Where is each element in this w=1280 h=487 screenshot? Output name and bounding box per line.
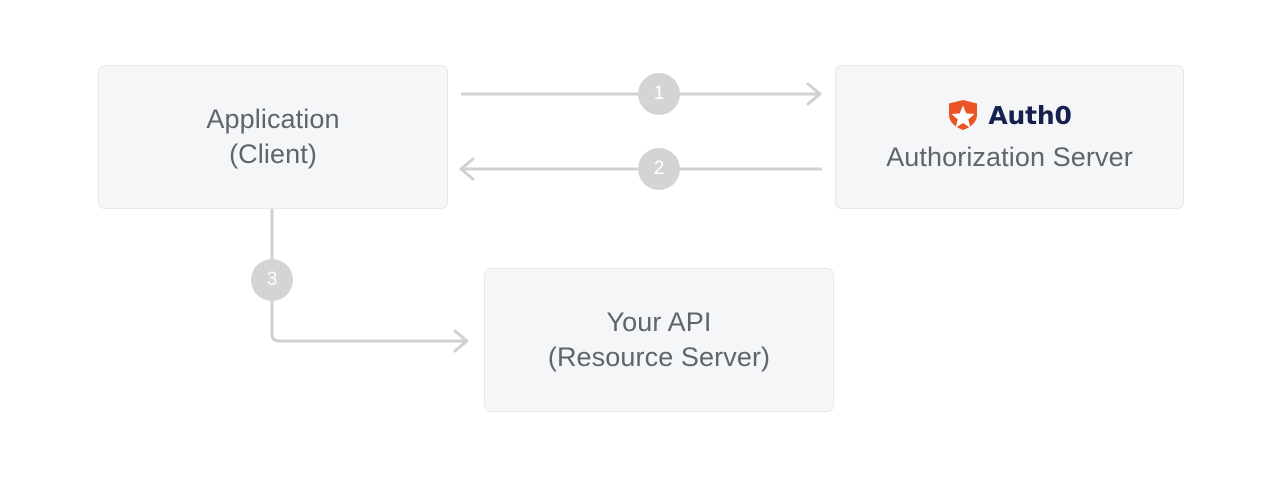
node-application: Application (Client) bbox=[98, 65, 448, 209]
node-your-api: Your API (Resource Server) bbox=[484, 268, 834, 412]
node-your-api-title: Your API bbox=[606, 307, 712, 338]
step-badge-2: 2 bbox=[638, 148, 680, 190]
arrow-right-icon bbox=[806, 82, 822, 106]
node-authorization-server: Auth0 Authorization Server bbox=[835, 65, 1184, 209]
connector-step-3-line bbox=[270, 209, 467, 343]
auth0-logo-lockup: Auth0 bbox=[947, 99, 1072, 131]
step-badge-3: 3 bbox=[251, 259, 293, 301]
auth0-wordmark: Auth0 bbox=[988, 100, 1072, 130]
node-your-api-subtitle: (Resource Server) bbox=[547, 342, 771, 372]
connector-step-3 bbox=[270, 209, 469, 353]
node-authorization-server-label: Authorization Server bbox=[886, 142, 1133, 173]
node-application-title: Application bbox=[206, 104, 340, 135]
arrow-right-icon bbox=[453, 329, 469, 353]
arrow-left-icon bbox=[459, 157, 475, 181]
node-application-subtitle: (Client) bbox=[229, 139, 317, 169]
auth0-shield-icon bbox=[949, 100, 978, 131]
step-badge-1: 1 bbox=[638, 73, 680, 115]
